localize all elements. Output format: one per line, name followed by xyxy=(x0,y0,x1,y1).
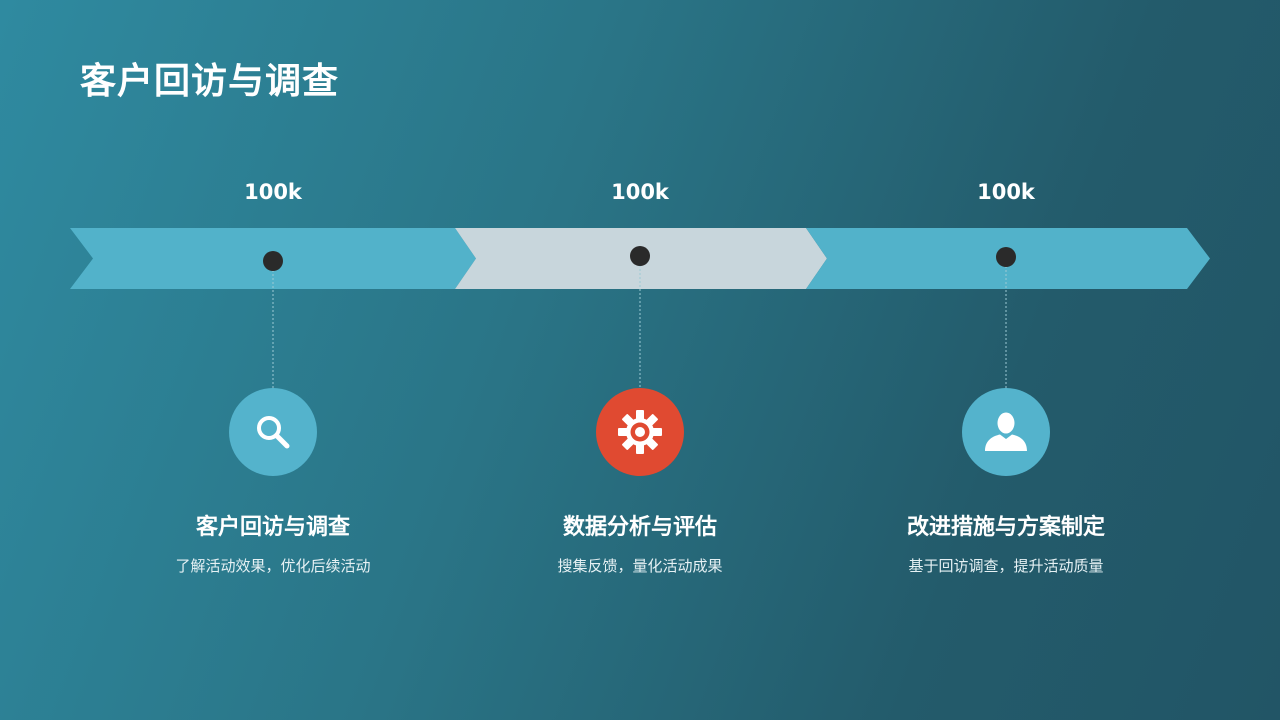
user-icon xyxy=(985,412,1027,451)
step-heading-1: 客户回访与调查 xyxy=(195,515,350,540)
milestone-dot-2 xyxy=(630,246,650,266)
step-value-2: 100k xyxy=(611,180,669,204)
step-value-1: 100k xyxy=(244,180,302,204)
step-description-3: 基于回访调查，提升活动质量 xyxy=(908,557,1104,575)
step-heading-2: 数据分析与评估 xyxy=(562,515,717,540)
slide-title: 客户回访与调查 xyxy=(80,61,340,102)
chevron-segment-2 xyxy=(455,228,827,289)
step-value-3: 100k xyxy=(977,180,1035,204)
milestone-dot-3 xyxy=(996,247,1016,267)
magnifier-icon xyxy=(257,416,290,449)
step-icon-circle-3 xyxy=(962,388,1050,476)
chevron-segment-3 xyxy=(806,228,1210,289)
gear-icon xyxy=(618,410,662,454)
chevron-segment-1 xyxy=(70,228,476,289)
step-icon-circle-1 xyxy=(229,388,317,476)
step-description-1: 了解活动效果，优化后续活动 xyxy=(175,557,371,575)
step-description-2: 搜集反馈，量化活动成果 xyxy=(557,557,723,575)
step-icon-circle-2 xyxy=(596,388,684,476)
step-heading-3: 改进措施与方案制定 xyxy=(906,515,1105,540)
milestone-dot-1 xyxy=(263,251,283,271)
